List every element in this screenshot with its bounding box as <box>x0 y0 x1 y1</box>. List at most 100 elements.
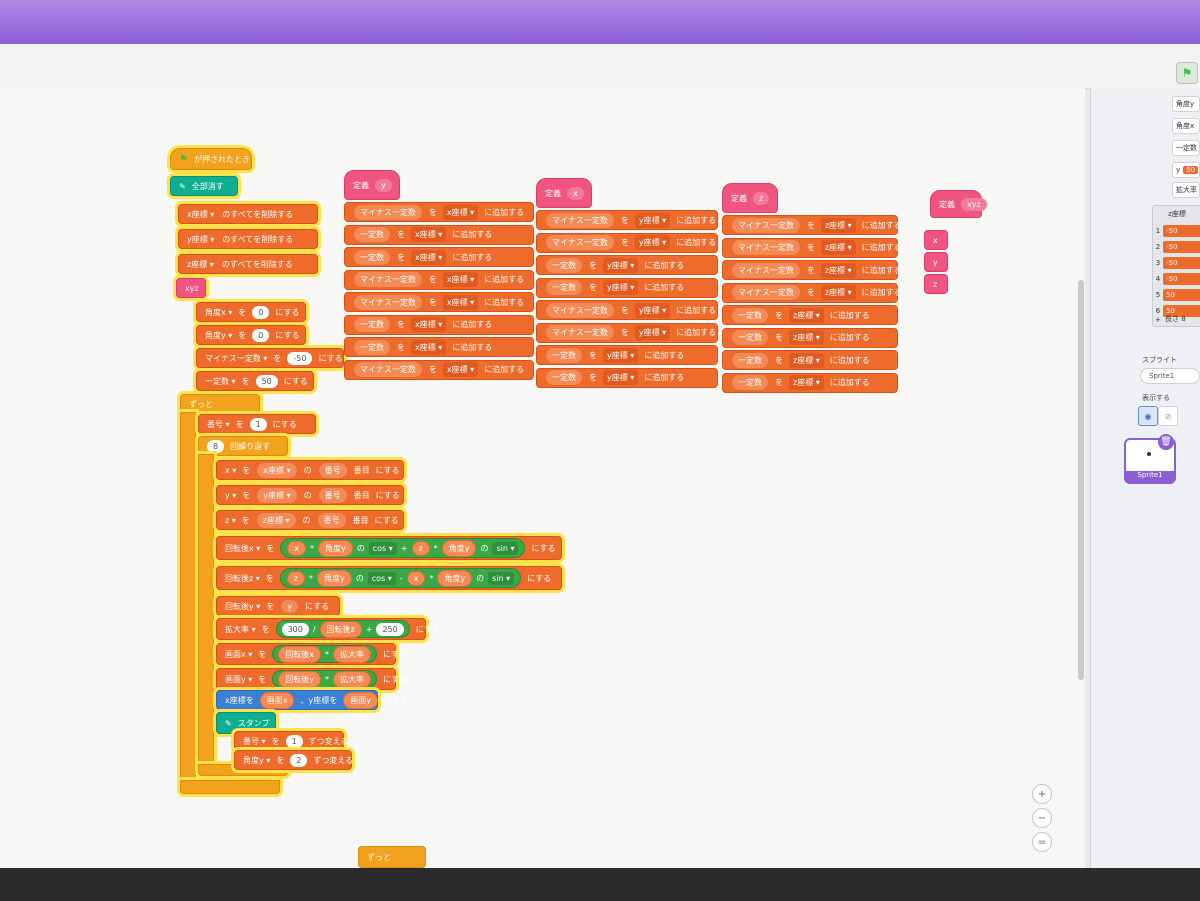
list-row[interactable]: 2-50 <box>1153 240 1200 254</box>
repeat-count-input[interactable]: 8 <box>207 439 225 453</box>
scale-reporter[interactable]: 拡大率 <box>333 670 372 688</box>
rotated-y-reporter[interactable]: 回転後y <box>278 670 322 688</box>
list-dropdown[interactable]: y座標 ▾ <box>634 212 671 228</box>
const-reporter[interactable]: マイナス一定数 <box>545 324 615 341</box>
const-reporter[interactable]: マイナス一定数 <box>353 203 423 221</box>
var-dropdown[interactable]: 角度x ▾ <box>205 307 233 317</box>
call-xyz-block[interactable]: xyz <box>176 278 206 298</box>
list-add-button[interactable]: + <box>1155 316 1161 324</box>
var-dropdown[interactable]: 画面x ▾ <box>225 649 253 659</box>
list-dropdown[interactable]: y座標 ▾ <box>603 370 639 385</box>
list-dropdown[interactable]: y座標 ▾ <box>603 280 639 295</box>
const-reporter[interactable]: マイナス一定数 <box>545 234 615 251</box>
value-input[interactable]: 50 <box>255 374 278 388</box>
list-dropdown[interactable]: z座標 ▾ <box>789 307 824 323</box>
list-dropdown[interactable]: x座標 ▾ <box>411 339 447 355</box>
list-row[interactable]: 3-50 <box>1153 256 1200 270</box>
const-reporter[interactable]: マイナス一定数 <box>545 301 615 319</box>
math-fn-dropdown[interactable]: cos ▾ <box>367 571 396 585</box>
scale-reporter[interactable]: 拡大率 <box>333 645 372 663</box>
call-z-block[interactable]: z <box>924 274 948 294</box>
index-reporter[interactable]: 番号 <box>317 461 348 479</box>
var-dropdown[interactable]: 回転後y ▾ <box>225 601 261 611</box>
angle-reporter[interactable]: 角度y <box>437 569 473 587</box>
const-reporter[interactable]: マイナス一定数 <box>545 211 615 229</box>
list-row[interactable]: 4-50 <box>1153 272 1200 286</box>
const-reporter[interactable]: 一定数 <box>353 248 391 266</box>
multiply-operator[interactable]: 回転後y*拡大率 <box>272 670 378 688</box>
delete-all-y-block[interactable]: y座標 ▾ のすべてを削除する <box>178 229 318 249</box>
set-screen-y-block[interactable]: 画面y ▾を 回転後y*拡大率 にする <box>216 668 407 690</box>
const-reporter[interactable]: 一定数 <box>353 316 391 333</box>
const-reporter[interactable]: 一定数 <box>731 329 769 346</box>
angle-reporter[interactable]: 角度y <box>441 539 477 557</box>
list-dropdown[interactable]: x座標 ▾ <box>411 317 447 332</box>
y-reporter[interactable]: y <box>280 598 300 614</box>
list-dropdown[interactable]: y座標 ▾ <box>634 302 671 318</box>
list-dropdown[interactable]: x座標 ▾ <box>411 249 447 265</box>
const-reporter[interactable]: マイナス一定数 <box>353 361 423 378</box>
divide-operator[interactable]: 300/回転後z+250 <box>275 620 410 638</box>
index-reporter[interactable]: 番号 <box>316 511 347 529</box>
rotated-x-reporter[interactable]: 回転後x <box>278 645 322 663</box>
number-input[interactable]: 250 <box>376 622 404 636</box>
const-reporter[interactable]: マイナス一定数 <box>353 293 423 311</box>
call-y-block[interactable]: y <box>924 252 948 272</box>
workspace-scrollbar[interactable] <box>1078 280 1084 680</box>
var-dropdown[interactable]: y ▾ <box>225 490 237 500</box>
const-reporter[interactable]: 一定数 <box>353 226 391 243</box>
var-dropdown[interactable]: z ▾ <box>225 515 236 525</box>
list-dropdown[interactable]: z座標 ▾ <box>789 330 824 345</box>
value-input[interactable]: 1 <box>249 417 267 431</box>
screen-x-reporter[interactable]: 画面x <box>259 691 295 709</box>
zoom-reset-button[interactable]: = <box>1032 832 1052 852</box>
stray-forever-block[interactable]: ずっと <box>358 846 426 868</box>
const-reporter[interactable]: 一定数 <box>545 346 583 364</box>
const-reporter[interactable]: マイナス一定数 <box>731 261 801 279</box>
list-row[interactable]: 1-50 <box>1153 224 1200 238</box>
list-dropdown[interactable]: z座標 ▾ <box>255 511 297 529</box>
const-reporter[interactable]: マイナス一定数 <box>731 284 801 301</box>
multiply-operator[interactable]: 回転後x*拡大率 <box>272 645 378 663</box>
list-dropdown[interactable]: y座標 ▾ <box>634 235 671 250</box>
hide-button[interactable]: ⊘ <box>1158 406 1178 426</box>
list-dropdown[interactable]: y座標 ▾ <box>603 347 639 363</box>
const-reporter[interactable]: 一定数 <box>731 306 769 324</box>
call-x-block[interactable]: x <box>924 230 948 250</box>
value-input[interactable]: 2 <box>290 753 308 767</box>
list-dropdown[interactable]: x座標 ▾ <box>442 204 479 220</box>
list-dropdown[interactable]: z座標 ▾ <box>820 240 856 255</box>
screen-y-reporter[interactable]: 画面y <box>343 691 378 709</box>
const-reporter[interactable]: 一定数 <box>731 351 769 369</box>
list-dropdown[interactable]: x座標 ▾ <box>411 227 447 242</box>
set-scale-block[interactable]: 拡大率 ▾を 300/回転後z+250 にする <box>216 618 440 640</box>
number-input[interactable]: 300 <box>281 622 309 636</box>
list-dropdown[interactable]: y座標 ▾ <box>256 486 298 504</box>
var-dropdown[interactable]: マイナス一定数 ▾ <box>205 353 268 363</box>
